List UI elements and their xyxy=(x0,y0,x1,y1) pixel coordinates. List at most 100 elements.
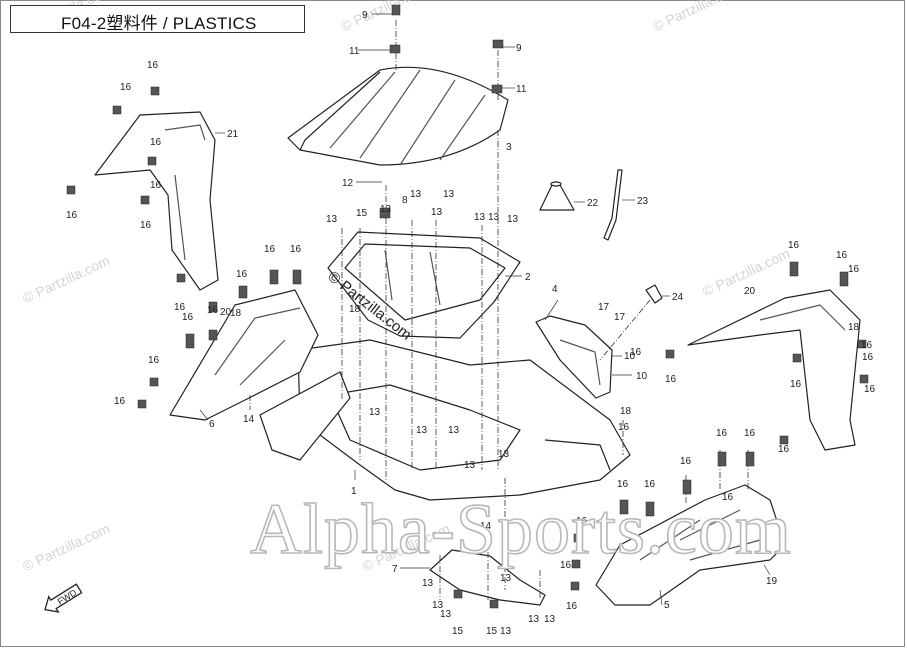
callout-label: 13 xyxy=(410,189,422,200)
callout-label: 13 xyxy=(422,578,434,589)
callout-label: 14 xyxy=(480,521,492,532)
callout-label: 13 xyxy=(464,460,476,471)
callout-label: 16 xyxy=(665,374,677,385)
callout-label: 5 xyxy=(664,600,670,611)
part-main-body xyxy=(297,339,631,501)
callout-label: 16 xyxy=(66,210,78,221)
callout-label: 16 xyxy=(644,479,656,490)
page-title: F04-2塑料件 / PLASTICS xyxy=(61,14,257,33)
callout-label: 20 xyxy=(744,286,756,297)
callout-label: 13 xyxy=(326,214,338,225)
diagram-title-box: F04-2塑料件 / PLASTICS xyxy=(10,5,305,33)
callout-label: 16 xyxy=(140,220,152,231)
callout-label: 13 xyxy=(369,407,381,418)
callout-label: 16 xyxy=(290,244,302,255)
callout-label: 13 xyxy=(544,614,556,625)
callout-label: 7 xyxy=(392,564,398,575)
callout-label: 13 xyxy=(498,449,510,460)
callout-label: 16 xyxy=(716,428,728,439)
callout-label: 23 xyxy=(637,196,649,207)
callout-label: 13 xyxy=(440,609,452,620)
callout-label: 16 xyxy=(722,492,734,503)
callout-label: 16 xyxy=(182,312,194,323)
callout-label: 16 xyxy=(617,479,629,490)
callout-label: 16 xyxy=(788,240,800,251)
callout-label: 16 xyxy=(778,444,790,455)
callout-label: 16 xyxy=(148,355,160,366)
callout-label: 13 xyxy=(443,189,455,200)
callout-label: 20 xyxy=(220,307,232,318)
callout-label: 16 xyxy=(150,180,162,191)
watermark-brand: Alpha-Sports.com xyxy=(249,488,792,570)
callout-label: 13 xyxy=(448,425,460,436)
callout-label: 15 xyxy=(356,208,368,219)
callout-label: 16 xyxy=(120,82,132,93)
callout-label: 13 xyxy=(528,614,540,625)
callout-label: 24 xyxy=(672,292,684,303)
part-storage-tray xyxy=(327,231,521,339)
fasteners xyxy=(66,4,869,609)
callout-label: 12 xyxy=(342,178,354,189)
callout-label: 16 xyxy=(576,516,588,527)
part-clip xyxy=(645,284,663,304)
callout-label: 16 xyxy=(862,352,874,363)
callout-label: 10 xyxy=(624,351,636,362)
callout-label: 18 xyxy=(349,304,361,315)
callout-label: 9 xyxy=(362,10,368,21)
callout-label: 19 xyxy=(766,576,778,587)
callout-label: 13 xyxy=(432,600,444,611)
callout-label: 6 xyxy=(209,419,215,430)
part-light-housing xyxy=(535,315,613,399)
callout-label: 16 xyxy=(560,560,572,571)
part-front-cover xyxy=(595,484,786,606)
callout-label: 13 xyxy=(416,425,428,436)
callout-label: 21 xyxy=(227,129,239,140)
callout-label: 2 xyxy=(525,272,531,283)
callout-label: 16 xyxy=(630,347,642,358)
callout-label: 18 xyxy=(848,322,860,333)
callout-label: 16 xyxy=(864,384,876,395)
callout-label: 15 xyxy=(452,626,464,637)
part-grommet xyxy=(539,181,575,211)
callout-label: 13 xyxy=(488,212,500,223)
part-seat-cover xyxy=(287,66,509,166)
callout-label: 16 xyxy=(147,60,159,71)
part-left-side-panel xyxy=(169,289,319,421)
callout-label: 13 xyxy=(507,214,519,225)
callout-label: 11 xyxy=(516,84,527,95)
callout-label: 10 xyxy=(636,371,648,382)
callout-label: 16 xyxy=(150,137,162,148)
callout-label: 3 xyxy=(506,142,512,153)
callout-label: 16 xyxy=(790,379,802,390)
callout-label: 13 xyxy=(474,212,486,223)
callout-label: 16 xyxy=(618,422,630,433)
callout-label: 15 xyxy=(486,626,498,637)
callout-label: 16 xyxy=(207,305,219,316)
callout-label: 8 xyxy=(402,195,408,206)
callout-label: 22 xyxy=(587,198,599,209)
callout-label: 9 xyxy=(516,43,522,54)
callout-label: 14 xyxy=(243,414,255,425)
callout-label: 16 xyxy=(114,396,126,407)
part-hose xyxy=(603,169,623,241)
callout-label: 16 xyxy=(236,269,248,280)
callout-label: 16 xyxy=(861,340,873,351)
part-left-fender xyxy=(94,111,219,291)
part-right-fender xyxy=(687,289,861,451)
callout-label: 4 xyxy=(552,284,558,295)
callout-label: 13 xyxy=(380,204,392,215)
part-bracket xyxy=(429,549,546,606)
callout-label: 16 xyxy=(174,302,186,313)
assembly-lines xyxy=(249,20,749,600)
callout-label: 16 xyxy=(680,456,692,467)
forward-arrow-icon: FWD xyxy=(44,583,83,613)
callout-label: 11 xyxy=(349,46,360,57)
callout-label: 1 xyxy=(351,486,357,497)
callout-label: 16 xyxy=(848,264,860,275)
callout-label: 16 xyxy=(836,250,848,261)
callout-label: 16 xyxy=(744,428,756,439)
part-left-skid xyxy=(259,371,351,461)
callout-label: 16 xyxy=(264,244,276,255)
callout-label: 17 xyxy=(614,312,626,323)
